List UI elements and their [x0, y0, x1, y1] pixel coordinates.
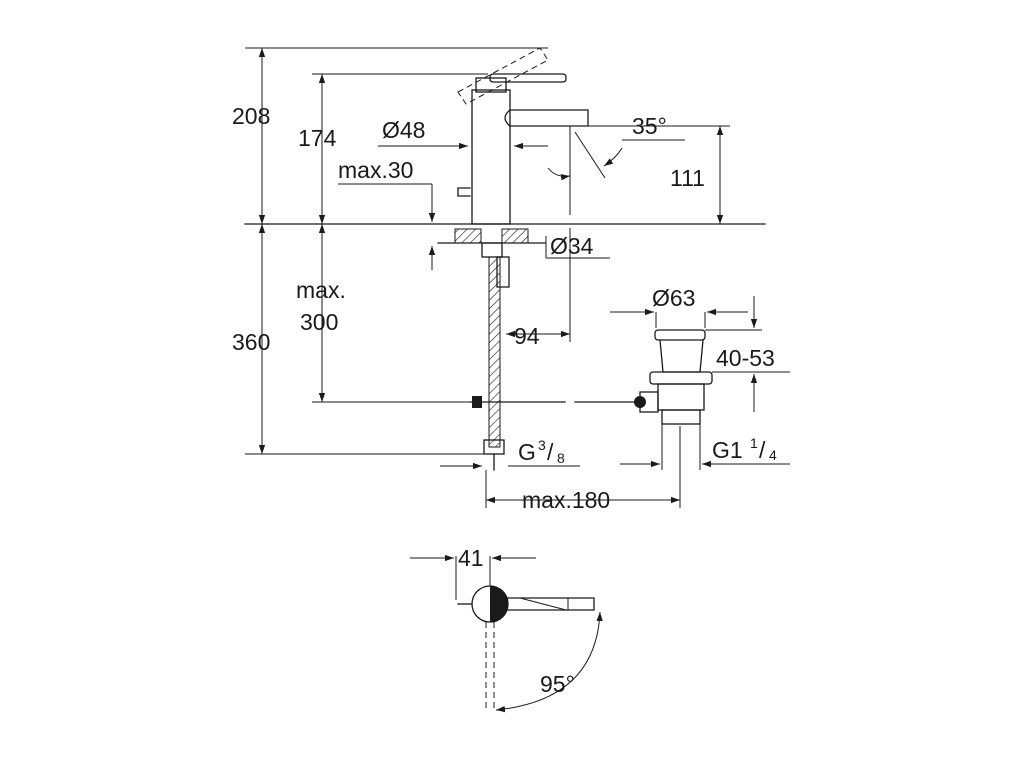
shank [481, 242, 503, 258]
faucet-spout [509, 109, 589, 127]
label-plan-offset: 41 [458, 545, 484, 571]
label-spout-reach: 94 [514, 323, 540, 349]
faucet-side-view [244, 47, 766, 471]
label-hole-diameter: Ø34 [550, 233, 594, 259]
side-dimensions [245, 47, 790, 508]
arc-35-right [603, 147, 623, 167]
ext-35-angled [574, 131, 606, 179]
label-deck-thickness: max.30 [338, 157, 413, 183]
label-hose-thread-den: 8 [557, 450, 565, 466]
label-waste-thread-den: 4 [769, 447, 777, 463]
arc-35-left [547, 167, 571, 181]
plan-lever [507, 597, 595, 611]
label-waste-thread-slash: / [759, 437, 766, 463]
label-body-diameter: Ø48 [382, 117, 425, 143]
spout-joint [504, 109, 511, 127]
braided-hose [488, 256, 501, 448]
plan-lever-detail [519, 597, 567, 611]
label-hose-thread-num: 3 [538, 437, 546, 453]
popup-rod-knob [457, 187, 471, 197]
mount-washer-left [454, 228, 482, 244]
label-hose-thread-slash: / [547, 439, 554, 465]
label-overall-height: 208 [232, 103, 270, 129]
label-spout-height: 111 [670, 165, 705, 191]
arc-95 [495, 611, 603, 713]
label-hose-thread: G [518, 439, 536, 465]
lever-open-position [457, 47, 549, 105]
waste-neck [659, 339, 704, 373]
waste-rod-port [639, 391, 659, 413]
label-pull-rod: max.180 [522, 487, 610, 513]
label-waste-thread-num: 1 [750, 435, 758, 451]
label-hose-length-bottom: 300 [300, 309, 338, 335]
rod-clamp [472, 396, 482, 408]
mount-washer-right [501, 228, 529, 244]
label-lever-angle: 35° [632, 113, 667, 139]
plan-body-half [490, 586, 508, 622]
faucet-cap [475, 77, 507, 93]
waste-nut [649, 371, 713, 385]
label-hose-length-top: max. [296, 277, 346, 303]
label-waste-thread: G1 [712, 437, 743, 463]
faucet-lever [489, 73, 567, 83]
waste-flange [654, 329, 706, 341]
dimension-labels: 208 174 Ø48 max.30 35° 111 Ø34 max. 300 … [232, 103, 777, 697]
label-waste-range: 40-53 [716, 345, 775, 371]
waste-tail [661, 409, 701, 425]
pop-up-waste [639, 329, 713, 425]
faucet-plan-view [410, 554, 603, 713]
label-swivel-angle: 95° [540, 671, 575, 697]
faucet-body [471, 89, 511, 225]
waste-body [657, 383, 705, 411]
label-handle-height: 174 [298, 125, 337, 151]
label-below-deck: 360 [232, 329, 270, 355]
label-waste-diameter: Ø63 [652, 285, 695, 311]
